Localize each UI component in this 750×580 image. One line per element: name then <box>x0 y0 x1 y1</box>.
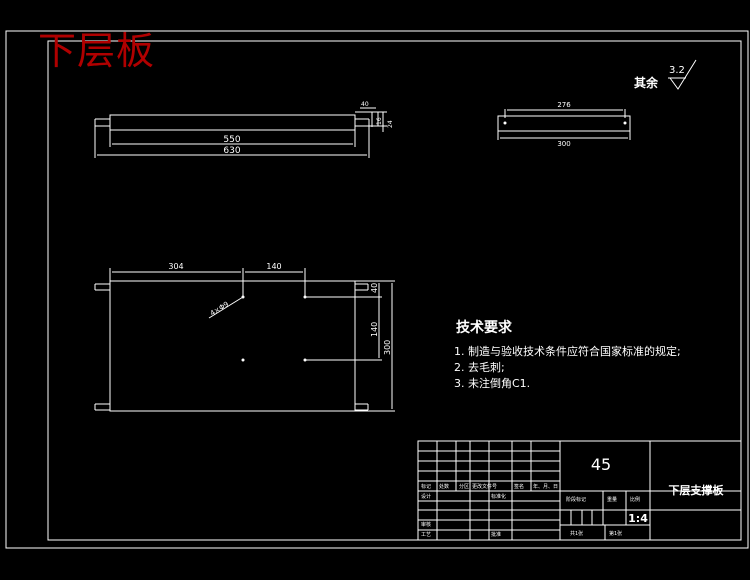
tech-req-item: 1. 制造与验收技术条件应符合国家标准的规定; <box>454 345 681 358</box>
hole-callout: 4×Φ9 <box>209 300 230 318</box>
tb-sign: 签名 <box>514 483 524 490</box>
tb-check: 审核 <box>421 521 431 528</box>
side-hole-left <box>503 121 507 125</box>
side-dim-276: 276 <box>557 101 571 109</box>
material-value: 45 <box>591 455 611 474</box>
tb-sheet-no: 第1张 <box>609 530 622 537</box>
side-dim-300: 300 <box>557 140 570 148</box>
front-dim-630: 630 <box>223 146 240 156</box>
inner-border <box>47 40 742 541</box>
tb-count: 处数 <box>439 483 449 490</box>
title-block-labels: 标记 处数 分区 更改文件号 签名 年、月、日 设计 标准化 阶段标记 重量 比… <box>421 483 640 538</box>
top-dim-300: 300 <box>383 340 392 355</box>
tb-scale-label: 比例 <box>630 496 640 503</box>
tb-design: 设计 <box>421 493 431 500</box>
title-block-grid <box>417 440 742 541</box>
top-dim-304: 304 <box>168 262 183 271</box>
outer-border <box>5 30 749 549</box>
side-view <box>497 109 631 140</box>
tech-req-title: 技术要求 <box>456 320 512 336</box>
front-dim-40: 40 <box>361 101 369 108</box>
roughness-value: 3.2 <box>669 65 685 76</box>
tb-date: 年、月、日 <box>533 483 558 490</box>
tech-req-item: 2. 去毛刺; <box>454 361 505 374</box>
tb-approve: 批准 <box>491 531 501 538</box>
top-hole-3 <box>241 358 245 362</box>
top-view <box>94 268 395 412</box>
top-dim-40: 40 <box>370 283 379 293</box>
front-dim-16: 16 <box>376 117 383 125</box>
front-dim-550: 550 <box>223 135 240 145</box>
top-hole-4 <box>303 358 307 362</box>
roughness-label: 其余 <box>634 75 659 90</box>
tb-weight: 重量 <box>607 496 617 503</box>
tb-mark: 标记 <box>421 483 431 490</box>
part-name: 下层支撑板 <box>669 483 725 497</box>
top-hole-1 <box>241 295 245 299</box>
front-view <box>94 107 387 158</box>
side-hole-right <box>623 121 627 125</box>
watermark-title: 下层板 <box>38 29 156 73</box>
front-dim-24: 24 <box>387 120 394 128</box>
tb-stage-mark: 阶段标记 <box>566 496 586 503</box>
top-hole-2 <box>303 295 307 299</box>
tb-process: 工艺 <box>421 532 431 538</box>
top-dim-140-v: 140 <box>370 322 379 337</box>
roughness-symbol <box>668 59 697 90</box>
tb-sheets: 共1张 <box>570 530 583 537</box>
scale-value: 1:4 <box>628 512 648 525</box>
tech-req-item: 3. 未注倒角C1. <box>454 377 531 390</box>
tb-change-doc: 更改文件号 <box>472 483 497 490</box>
tb-zone: 分区 <box>459 483 469 490</box>
top-dim-140-h: 140 <box>266 262 281 271</box>
tb-standardize: 标准化 <box>491 493 506 500</box>
